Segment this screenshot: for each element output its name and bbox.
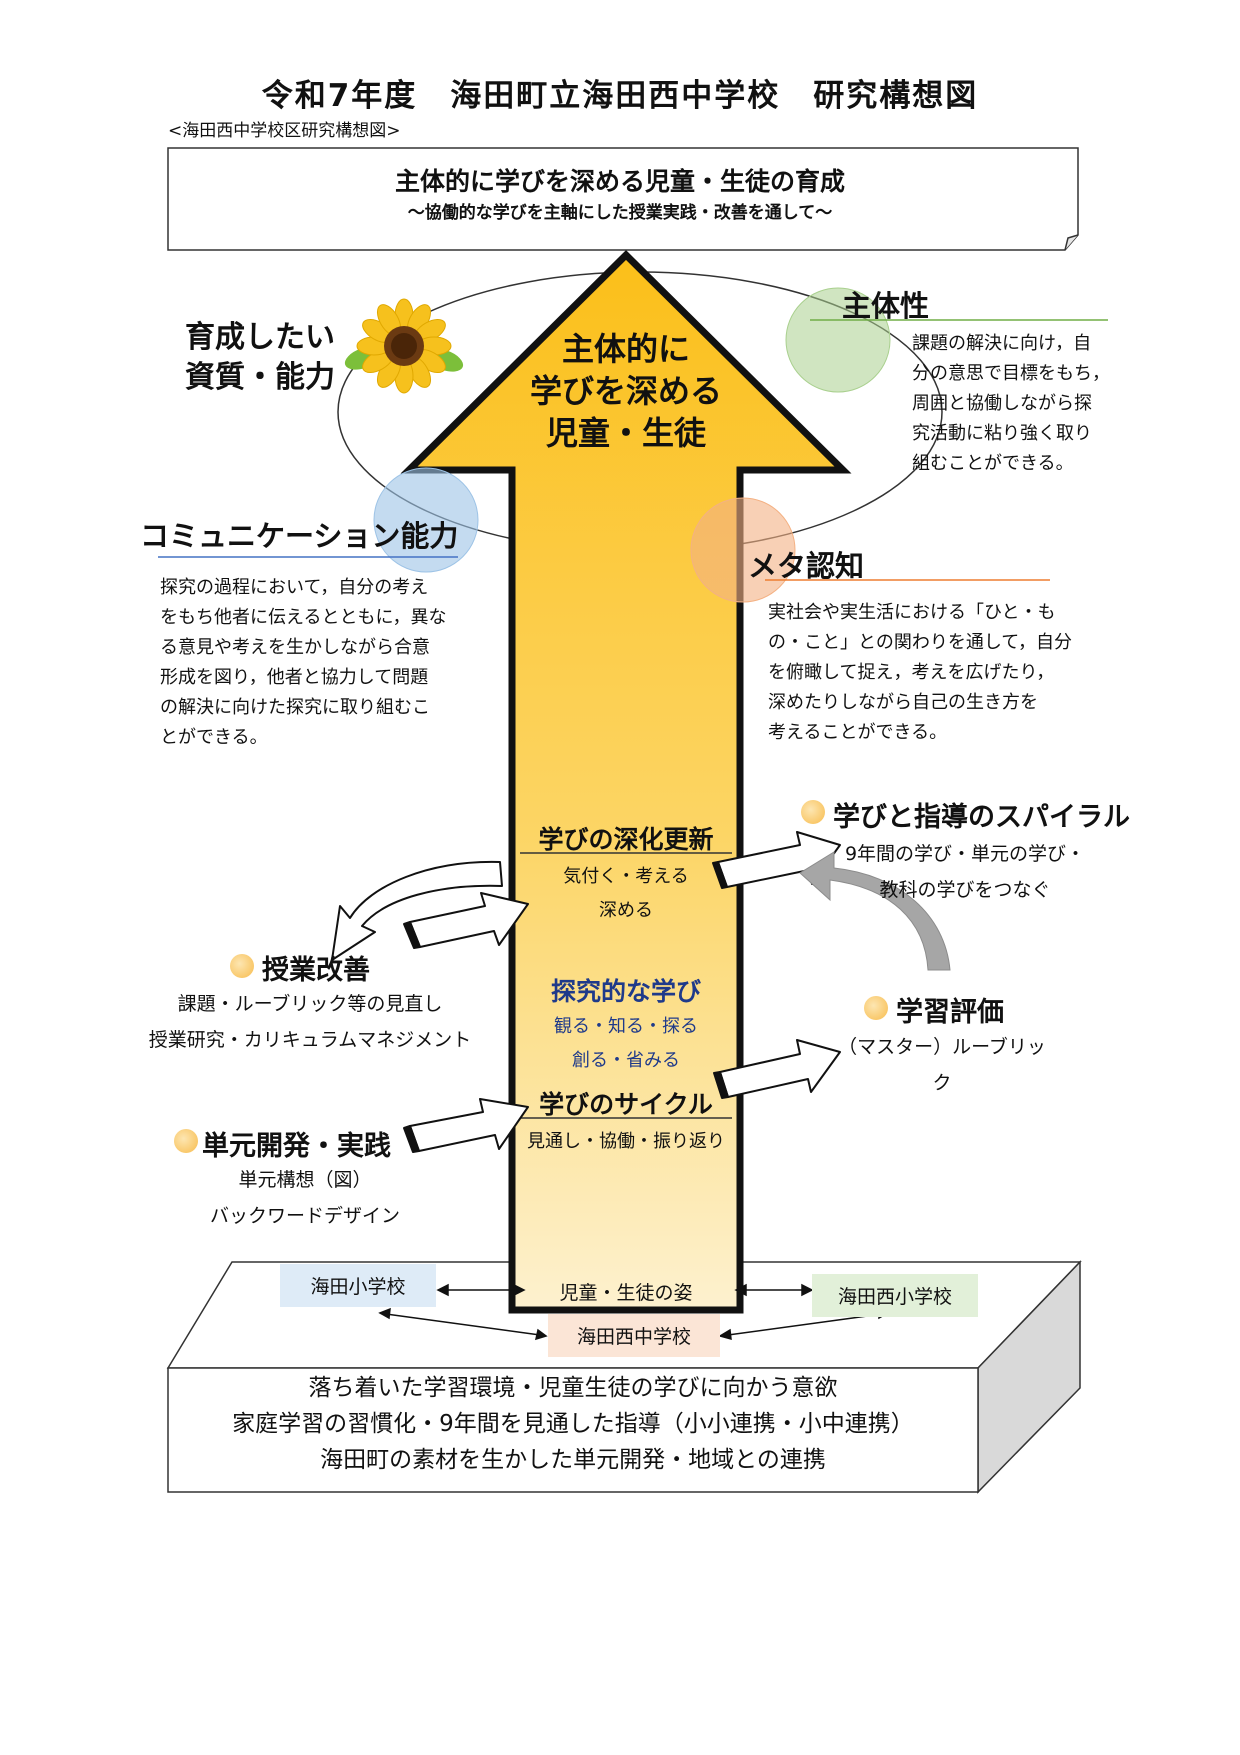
desc-line: 形成を図り，他者と協力して問題 xyxy=(160,667,429,688)
foundation-line: 海田町の素材を生かした単元開発・地域との連携 xyxy=(320,1447,826,1473)
arrow-into-deepening xyxy=(409,892,529,948)
evaluation-title: 学習評価 xyxy=(896,997,1004,1028)
desc-line: 教科の学びをつなぐ xyxy=(879,879,1051,901)
spiral-desc: 9年間の学び・単元の学び・ 教科の学びをつなぐ xyxy=(820,836,1110,908)
arrow-text-line: 学びを深める xyxy=(529,372,722,410)
desc-line: バックワードデザイン xyxy=(209,1205,400,1227)
inquiry-line: 観る・知る・探る xyxy=(554,1016,698,1037)
qualities-title-line: 育成したい xyxy=(185,320,335,355)
spiral-title: 学びと指導のスパイラル xyxy=(833,802,1130,833)
desc-line: 課題・ルーブリック等の見直し xyxy=(177,993,443,1015)
school-junior-high: 海田西中学校 xyxy=(548,1314,720,1357)
cycle-title: 学びのサイクル xyxy=(539,1090,713,1119)
desc-line: 授業研究・カリキュラムマネジメント xyxy=(148,1029,472,1051)
arrow-text: 主体的に 学びを深める 児童・生徒 xyxy=(490,328,762,454)
desc-line: を俯瞰して捉え，考えを広げたり， xyxy=(768,662,1055,683)
cycle-line: 見通し・協働・振り返り xyxy=(527,1131,725,1152)
improvement-title: 授業改善 xyxy=(262,955,370,986)
arrow-to-evaluation xyxy=(719,1039,841,1098)
desc-line: 究活動に粘り強く取り xyxy=(912,423,1092,444)
page-subtitle: <海田西中学校区研究構想図> xyxy=(168,121,401,141)
improvement-dot xyxy=(230,954,254,978)
deepening-line: 深める xyxy=(599,900,653,921)
metacognition-title: メタ認知 xyxy=(748,549,865,583)
inquiry-title: 探究的な学び xyxy=(550,977,701,1006)
desc-line: 単元構想（図） xyxy=(238,1169,372,1191)
link-jh-west xyxy=(727,1313,883,1336)
evaluation-desc: （マスター）ルーブリック xyxy=(832,1029,1052,1101)
arrow-to-improvement xyxy=(331,860,503,961)
shutaisei-circle xyxy=(785,287,891,393)
deepening-line: 気付く・考える xyxy=(563,866,689,887)
deepening-title: 学びの深化更新 xyxy=(538,825,714,854)
evaluation-to-spiral-arrow xyxy=(799,851,951,971)
desc-line: 組むことができる。 xyxy=(912,453,1074,474)
link-elem-jh xyxy=(385,1313,541,1336)
shutaisei-desc: 課題の解決に向け，自 分の意思で目標をもち， 周囲と協働しながら探 究活動に粘り… xyxy=(912,329,1110,479)
desc-line: の解決に向けた探究に取り組むこ xyxy=(160,697,430,718)
page-title: 令和7年度 海田町立海田西中学校 研究構想図 xyxy=(261,78,979,114)
foundation-line: 落ち着いた学習環境・児童生徒の学びに向かう意欲 xyxy=(308,1375,838,1401)
unit-dot xyxy=(174,1129,198,1153)
metacognition-desc: 実社会や実生活における「ひと・も の・こと」との関わりを通して，自分 を俯瞰して… xyxy=(768,598,1072,748)
inquiry-line: 創る・省みる xyxy=(572,1050,680,1071)
arrow-into-cycle xyxy=(409,1098,529,1152)
desc-line: 実社会や実生活における「ひと・も xyxy=(768,602,1056,623)
shutaisei-title: 主体性 xyxy=(842,289,930,323)
cycle-block: 学びのサイクル 見通し・協働・振り返り xyxy=(516,1085,736,1159)
desc-line: をもち他者に伝えるとともに，異な xyxy=(160,607,447,628)
desc-line: 周囲と協働しながら探 xyxy=(912,393,1092,414)
desc-line: る意見や考えを生かしながら合意 xyxy=(160,637,430,658)
evaluation-dot xyxy=(864,996,888,1020)
desc-line: の・こと」との関わりを通して，自分 xyxy=(768,632,1073,653)
desc-line: 深めたりしながら自己の生き方を xyxy=(768,692,1038,713)
inquiry-block: 探究的な学び 観る・知る・探る 創る・省みる xyxy=(516,972,736,1078)
goal-main: 主体的に学びを深める児童・生徒の育成 xyxy=(394,167,845,196)
desc-line: とができる。 xyxy=(160,727,268,748)
qualities-title: 育成したい 資質・能力 xyxy=(185,318,335,398)
unit-title: 単元開発・実践 xyxy=(202,1131,391,1162)
deepening-block: 学びの深化更新 気付く・考える 深める xyxy=(516,820,736,928)
arrow-text-line: 児童・生徒 xyxy=(545,414,706,452)
desc-line: 分の意思で目標をもち， xyxy=(912,363,1110,384)
communication-desc: 探究の過程において，自分の考え をもち他者に伝えるとともに，異な る意見や考えを… xyxy=(160,573,447,753)
foundation-line: 家庭学習の習慣化・9年間を見通した指導（小小連携・小中連携） xyxy=(232,1411,914,1437)
foundation-text: 落ち着いた学習環境・児童生徒の学びに向かう意欲 家庭学習の習慣化・9年間を見通し… xyxy=(168,1370,978,1478)
desc-line: 考えることができる。 xyxy=(768,722,948,743)
improvement-desc: 課題・ルーブリック等の見直し 授業研究・カリキュラムマネジメント xyxy=(140,986,480,1058)
desc-line: 課題の解決に向け，自 xyxy=(912,333,1092,354)
desc-line: 探究の過程において，自分の考え xyxy=(160,577,429,598)
communication-circle xyxy=(373,467,479,573)
spiral-dot xyxy=(801,800,825,824)
goal-box xyxy=(167,147,1079,251)
desc-line: （マスター）ルーブリック xyxy=(838,1036,1046,1094)
unit-desc: 単元構想（図） バックワードデザイン xyxy=(180,1162,430,1234)
qualities-title-line: 資質・能力 xyxy=(185,360,335,395)
desc-line: 9年間の学び・単元の学び・ xyxy=(844,843,1086,865)
arrow-text-line: 主体的に xyxy=(561,330,690,368)
school-elementary: 海田小学校 xyxy=(280,1264,436,1307)
metacognition-circle xyxy=(690,497,796,603)
sunflower-icon xyxy=(344,298,464,394)
school-west-elementary: 海田西小学校 xyxy=(812,1274,978,1317)
communication-title: コミュニケーション能力 xyxy=(140,519,459,553)
goal-sub: ～協働的な学びを主軸にした授業実践・改善を通して～ xyxy=(407,203,833,223)
student-figure-label: 児童・生徒の姿 xyxy=(559,1282,693,1304)
